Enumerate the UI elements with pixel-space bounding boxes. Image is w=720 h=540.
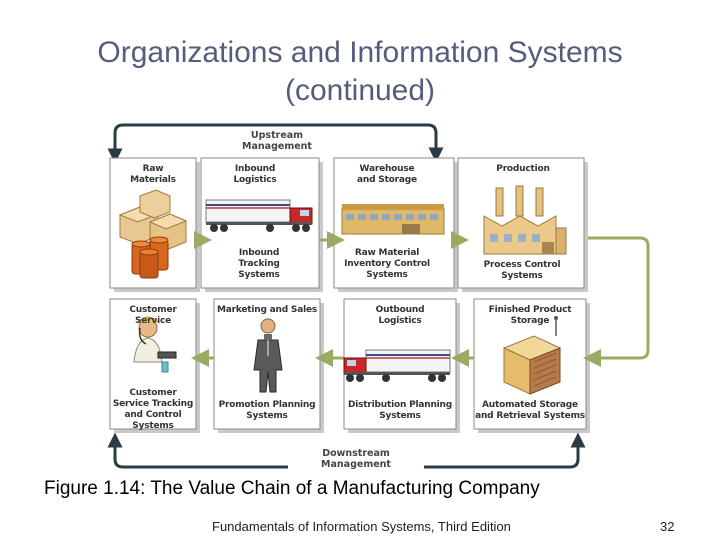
automated-storage-label: Automated Storage and Retrieval Systems: [475, 400, 585, 421]
distribution-planning-label: Distribution Planning Systems: [347, 400, 452, 421]
finished-product-label: Finished Product Storage: [488, 305, 572, 326]
production-label: Production: [496, 164, 550, 174]
upstream-management-label: Upstream Management: [216, 130, 338, 152]
customer-service-tracking-label: Customer Service Tracking and Control Sy…: [112, 388, 194, 431]
inbound-tracking-label: Inbound Tracking Systems: [238, 248, 280, 280]
slide-title: Organizations and Information Systems (c…: [0, 34, 720, 110]
footer-text: Fundamentals of Information Systems, Thi…: [212, 519, 511, 534]
warehouse-icon: [341, 204, 445, 235]
raw-material-inventory-label: Raw Material Inventory Control Systems: [344, 248, 430, 280]
outbound-logistics-label: Outbound Logistics: [375, 305, 425, 326]
raw-materials-label: Raw Materials: [130, 164, 176, 185]
inbound-logistics-label: Inbound Logistics: [233, 164, 277, 185]
process-control-label: Process Control Systems: [483, 260, 561, 281]
figure-caption: Figure 1.14: The Value Chain of a Manufa…: [44, 478, 540, 499]
outbound-truck-icon: [343, 349, 451, 382]
factory-icon: [483, 185, 567, 255]
slide-title-line-1: Organizations and Information Systems: [97, 36, 623, 69]
upstream-bracket: [113, 123, 444, 163]
warehouse-label: Warehouse and Storage: [357, 164, 417, 185]
storage-cube-icon: [502, 316, 562, 395]
downstream-management-label: Downstream Management: [288, 448, 424, 470]
marketing-sales-label: Marketing and Sales: [216, 305, 318, 315]
marketing-person-icon: [253, 318, 283, 393]
customer-service-person-icon: [133, 316, 177, 373]
customer-service-label: Customer Service: [129, 305, 177, 326]
crates-barrels-icon: [118, 189, 188, 279]
page-number: 32: [660, 519, 675, 534]
inbound-truck-icon: [205, 199, 313, 232]
arrow-production-to-finished: [583, 236, 650, 367]
slide-title-line-2: (continued): [284, 74, 436, 107]
promotion-planning-label: Promotion Planning Systems: [218, 400, 316, 421]
